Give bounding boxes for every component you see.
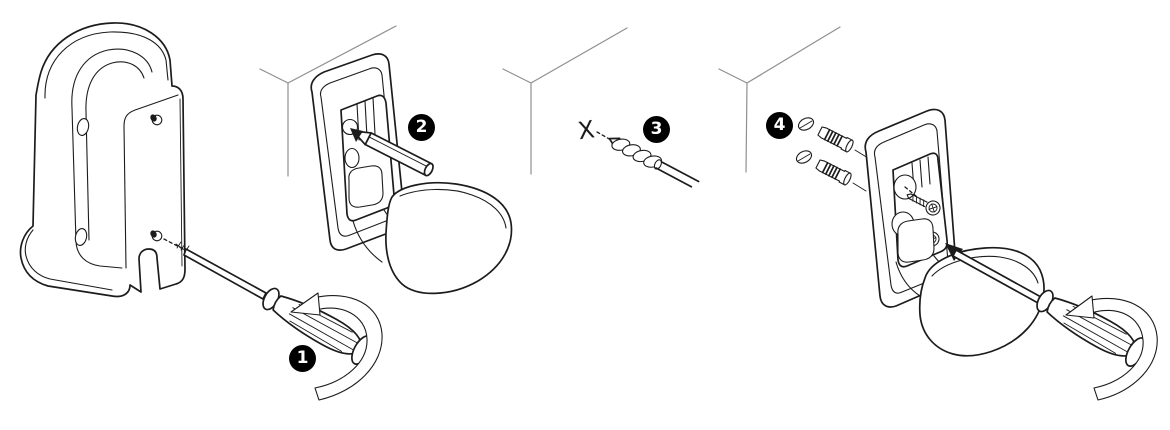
anchor-axis-guide [852, 182, 867, 192]
screw-cap-top-icon [797, 117, 815, 131]
screw-cap-bottom-icon [795, 150, 813, 164]
device-back-view [19, 22, 186, 298]
device-outline [19, 22, 186, 298]
wall-corner [718, 26, 841, 173]
back-plate-edge [179, 98, 183, 267]
mark-arrow-icon [350, 128, 363, 142]
wall-anchor-bottom-icon [815, 159, 867, 192]
step-1-badge: 1 [289, 345, 316, 372]
mounting-bracket [310, 53, 513, 295]
hook-knob-contour [399, 188, 507, 229]
step-2-illustration [259, 25, 513, 295]
plate-screw-bottom [150, 230, 163, 242]
hook-arm-cuff [348, 165, 384, 208]
back-plate-panel [123, 94, 179, 269]
pencil-icon [350, 128, 434, 177]
drive-arrow-icon [945, 243, 963, 261]
hook-arm-cuff [897, 218, 935, 263]
hook-arm-left [895, 261, 921, 297]
hook-knob-contour [931, 255, 1039, 284]
rotation-arrow-icon [1065, 295, 1158, 401]
step-3-badge: 3 [643, 116, 670, 143]
screwdriver-icon [945, 243, 1158, 401]
wall-anchor-top-icon [817, 126, 869, 159]
base-foot-contour [24, 229, 113, 291]
screwdriver-icon [175, 241, 383, 401]
step-2-badge: 2 [408, 114, 435, 141]
bracket-hole-bottom [344, 147, 360, 169]
drill-bit-icon [608, 137, 700, 188]
step-4-badge: 4 [766, 112, 793, 139]
rim-hole-bottom [74, 228, 88, 246]
step-3-illustration: X [502, 27, 700, 188]
hook-arm-left [352, 220, 383, 263]
rim-hole-top [76, 118, 90, 136]
rotation-arrow-icon [290, 292, 383, 401]
shell-rim-outer [71, 48, 153, 109]
driver-shaft [183, 248, 267, 300]
step-1-illustration [19, 22, 383, 401]
step-4-illustration [718, 26, 1158, 401]
hook-knob [385, 181, 513, 295]
plate-screw-top [150, 114, 163, 126]
pencil-x-mark: X [576, 115, 596, 145]
hook-knob [918, 246, 1045, 357]
shell-inner-arch [44, 31, 169, 99]
wall-corner [259, 25, 397, 177]
mounted-bracket [864, 108, 1045, 357]
screw-axis-guide [163, 238, 184, 250]
wall-corner [502, 27, 628, 175]
mounting-screw-top-icon [906, 193, 941, 216]
shell-rim-inner [85, 61, 145, 113]
